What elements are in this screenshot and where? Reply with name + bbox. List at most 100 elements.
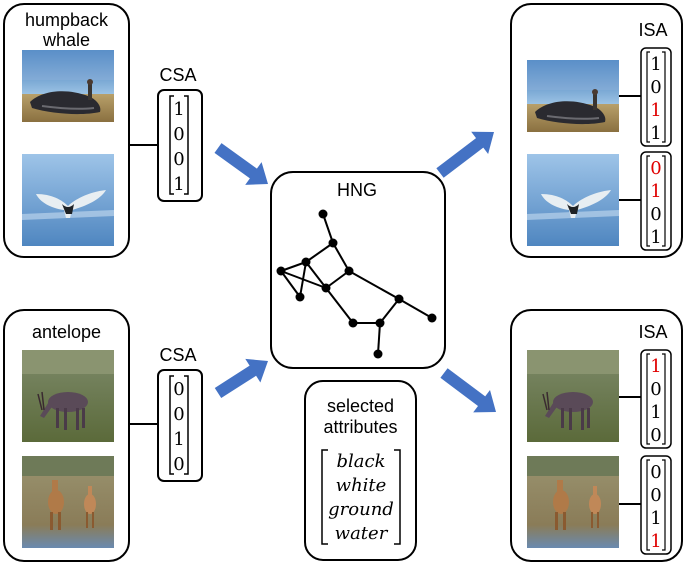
graph-node	[318, 209, 328, 219]
vector-entry: 1	[650, 356, 661, 377]
isa-box	[640, 455, 672, 555]
selected-border	[304, 380, 417, 561]
antelope-pair-photo	[527, 456, 619, 548]
vector-entry: 1	[650, 100, 661, 121]
vector-entry: 1	[650, 402, 661, 423]
vector-entry: 0	[173, 149, 184, 170]
isa-vector: 1 0 1 1	[650, 54, 661, 144]
right-bracket	[184, 95, 189, 195]
graph-node	[344, 266, 354, 276]
graph-node	[295, 292, 305, 302]
isa-title: ISA	[638, 322, 667, 342]
csa-vector: 0 0 1 0	[173, 379, 184, 475]
right-panel-antelope-isa: ISA 1 0 1 0 0 0 1 1	[510, 309, 683, 562]
graph-edge	[325, 270, 350, 289]
left-bracket	[169, 95, 174, 195]
vector-entry: 1	[650, 531, 661, 552]
isa-box	[640, 151, 672, 251]
brackets	[646, 51, 666, 143]
vector-entry: 1	[173, 429, 184, 450]
vector-entry: 0	[650, 462, 661, 483]
graph-node	[375, 318, 385, 328]
antelope-pair-photo	[22, 456, 114, 548]
hng-border	[270, 171, 446, 369]
attribute-item: water	[335, 523, 389, 544]
flow-arrow	[214, 358, 268, 399]
isa-title: ISA	[638, 20, 667, 40]
csa-whale: CSA 1 0 0 1	[157, 65, 203, 202]
left-bracket	[321, 449, 328, 545]
graph-node	[328, 238, 338, 248]
vector-entry: 0	[173, 379, 184, 400]
left-bracket	[169, 375, 174, 475]
flow-arrows	[214, 131, 496, 413]
brackets	[646, 459, 666, 551]
graph-node	[348, 318, 358, 328]
vector-entry: 1	[650, 54, 661, 75]
antelope-grazing-photo	[527, 350, 619, 442]
vector-entry: 1	[173, 174, 184, 195]
csa-label: CSA	[159, 345, 196, 365]
brackets	[646, 155, 666, 247]
selected-title-line-2: attributes	[323, 417, 397, 437]
vector-entry: 1	[650, 181, 661, 202]
graph-edge	[379, 298, 400, 324]
class-title-line-1: antelope	[32, 322, 101, 342]
attribute-item: black	[337, 451, 386, 472]
hng-graph	[276, 209, 437, 359]
vector-entry: 0	[173, 454, 184, 475]
graph-node	[276, 266, 286, 276]
graph-edge	[322, 213, 334, 244]
left-panel-antelope: antelope	[3, 309, 130, 562]
selected-title-line-1: selected	[327, 396, 394, 416]
csa-label: CSA	[159, 65, 196, 85]
attribute-item: ground	[328, 499, 394, 520]
graph-edge	[305, 242, 334, 263]
whale-tail-photo	[22, 154, 114, 246]
graph-edge	[398, 298, 433, 319]
graph-edge	[280, 270, 301, 298]
whale-on-beach-photo	[527, 58, 619, 134]
isa-vector: 0 0 1 1	[650, 462, 661, 552]
left-panel-humpback-whale: humpback whale	[3, 3, 130, 258]
vector-entry: 0	[173, 124, 184, 145]
isa-vector: 1 0 1 0	[650, 356, 661, 446]
hng-title: HNG	[337, 180, 377, 200]
class-title-line-1: humpback	[25, 10, 109, 30]
vector-entry: 1	[650, 227, 661, 248]
vector-entry: 0	[650, 204, 661, 225]
vector-entry: 0	[650, 379, 661, 400]
graph-node	[394, 294, 404, 304]
flow-arrow	[436, 131, 494, 178]
isa-box	[640, 349, 672, 449]
isa-vector: 0 1 0 1	[650, 158, 661, 248]
csa-vector: 1 0 0 1	[173, 99, 184, 195]
csa-box	[157, 89, 203, 202]
flow-arrow	[440, 368, 496, 413]
vector-entry: 1	[173, 99, 184, 120]
antelope-grazing-photo	[22, 350, 114, 442]
right-bracket	[394, 449, 401, 545]
whale-tail-photo	[527, 154, 619, 246]
vector-entry: 0	[650, 77, 661, 98]
vector-entry: 0	[650, 425, 661, 446]
flow-arrow	[214, 143, 268, 185]
graph-edge	[332, 242, 350, 272]
attribute-item: white	[336, 475, 387, 496]
csa-antelope: CSA 0 0 1 0	[157, 345, 203, 482]
vector-entry: 0	[173, 404, 184, 425]
isa-box	[640, 47, 672, 147]
hng-panel: HNG	[270, 171, 446, 369]
vector-entry: 1	[650, 508, 661, 529]
graph-node	[301, 257, 311, 267]
graph-edge	[305, 261, 327, 289]
graph-edge	[280, 270, 327, 289]
graph-edge	[348, 270, 400, 300]
class-title-line-2: whale	[42, 30, 90, 50]
right-bracket	[184, 375, 189, 475]
selected-attributes-panel: selected attributes black white ground w…	[304, 380, 417, 561]
right-panel-whale-isa: ISA 1 0 1 1 0 1 0 1	[510, 3, 683, 258]
graph-edge	[377, 322, 381, 355]
csa-box	[157, 369, 203, 482]
attribute-list: black white ground water	[328, 451, 394, 544]
